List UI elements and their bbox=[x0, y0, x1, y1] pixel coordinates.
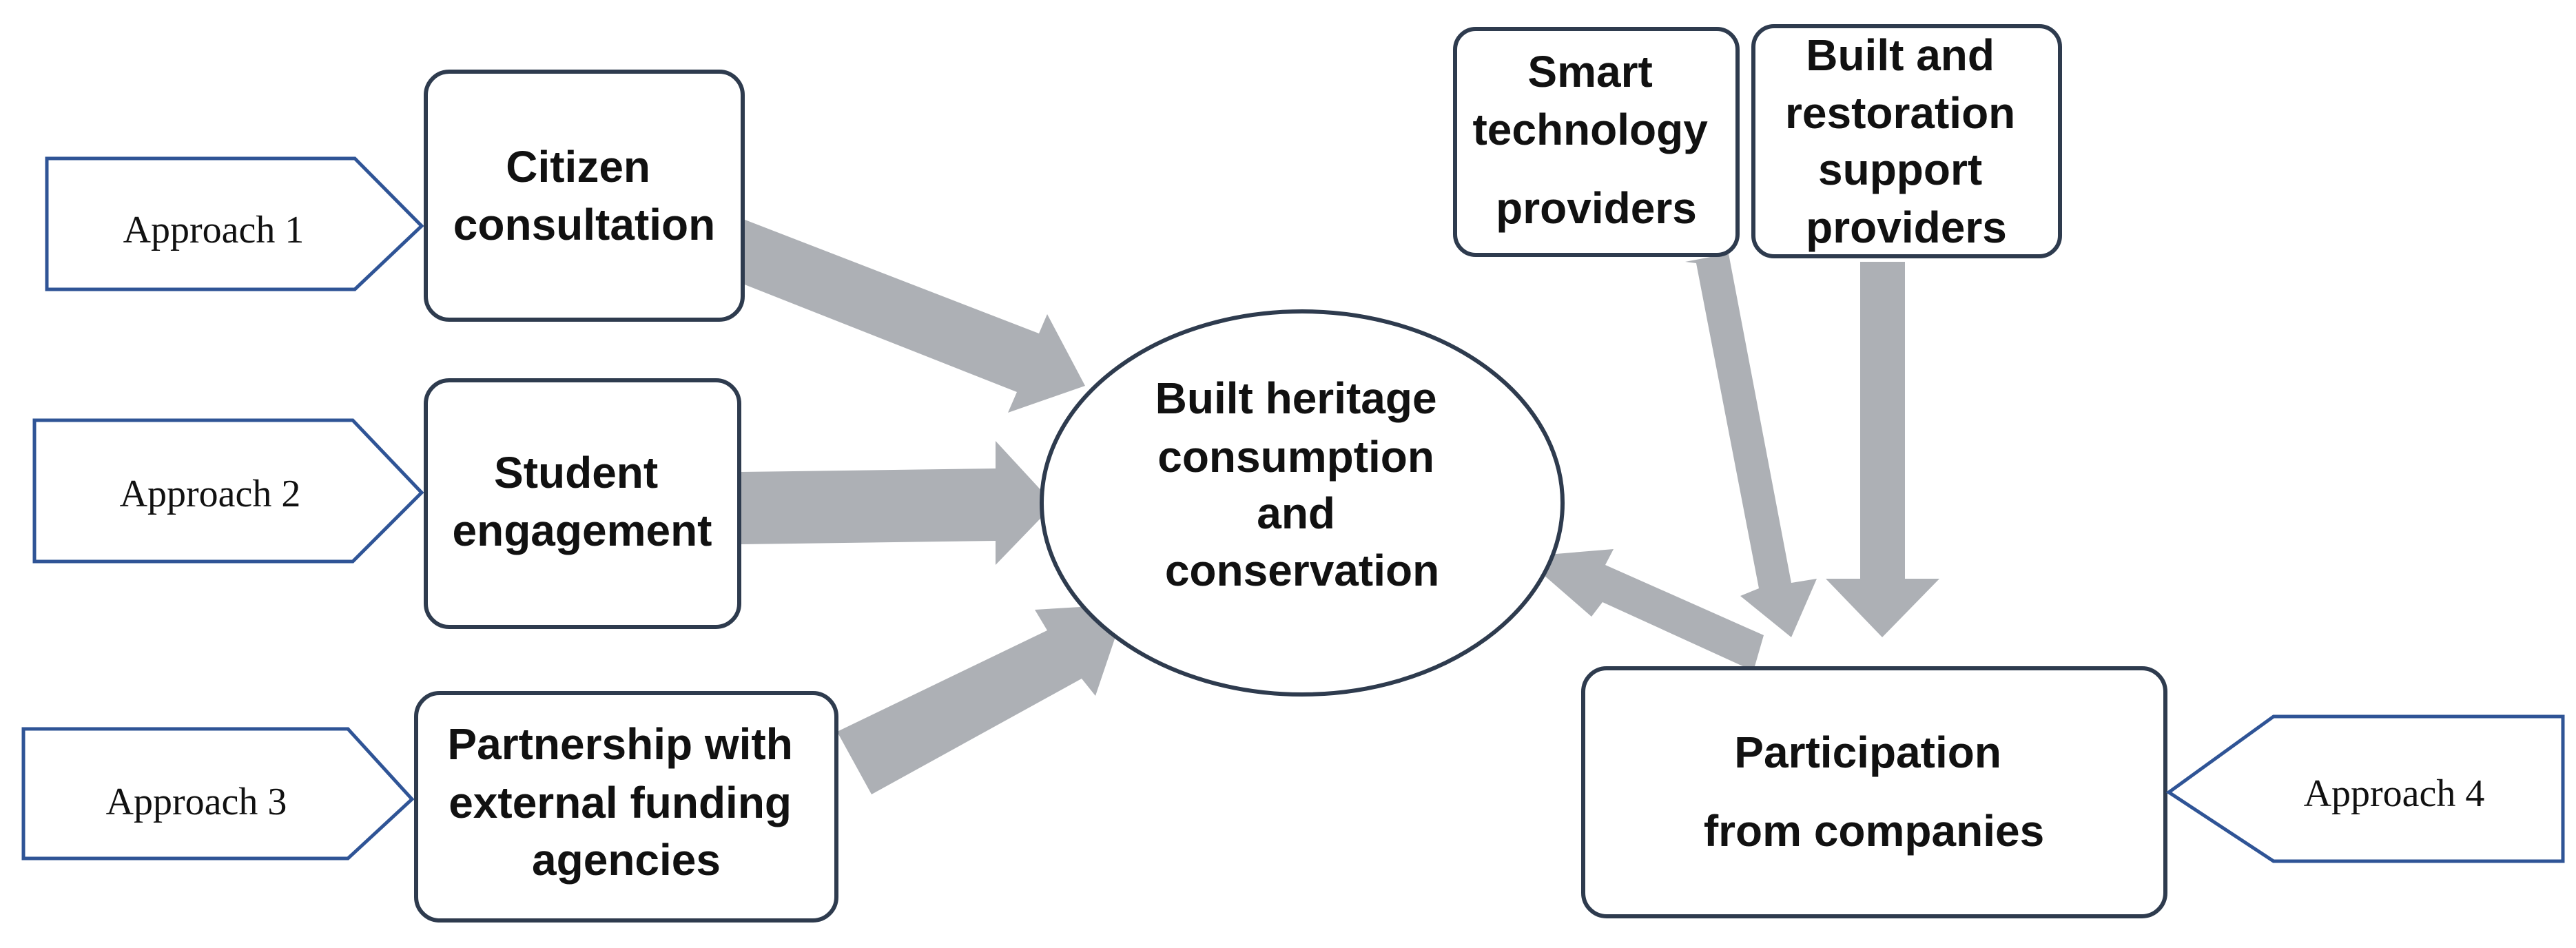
center-node: Built heritage consumption and conservat… bbox=[1040, 309, 1565, 697]
partnership-line-1: Partnership with bbox=[447, 719, 792, 769]
companies-line-2: from companies bbox=[1704, 806, 2044, 856]
center-line-1: Built heritage bbox=[1155, 373, 1437, 423]
svg-text:Partnership with externa: Partnership with external funding agenci… bbox=[447, 719, 805, 885]
center-line-4: conservation bbox=[1165, 546, 1439, 595]
arrow-companies-to-center bbox=[1523, 549, 1764, 671]
restoration-line-4: providers bbox=[1806, 203, 2007, 252]
smarttech-line-1: Smart bbox=[1527, 47, 1652, 96]
approach-4-label: Approach 4 bbox=[2304, 772, 2485, 815]
restoration-line-3: support bbox=[1818, 145, 1982, 194]
svg-text:Built heritage consumpti: Built heritage consumption and conservat… bbox=[1155, 373, 1450, 595]
arrow-citizen-to-center bbox=[706, 214, 1085, 413]
approach-1-tag: Approach 1 bbox=[45, 156, 424, 291]
approach-3-label: Approach 3 bbox=[106, 781, 287, 823]
student-line-2: engagement bbox=[453, 506, 712, 555]
center-line-2: consumption bbox=[1157, 432, 1434, 482]
box-student-engagement: Student engagement bbox=[424, 378, 741, 629]
approach-1-label: Approach 1 bbox=[123, 209, 305, 251]
svg-text:Student engagement: Student engagement bbox=[453, 448, 712, 555]
approach-4-tag: Approach 4 bbox=[2165, 714, 2565, 863]
box-partnership-funding: Partnership with external funding agenci… bbox=[414, 691, 838, 923]
box-smart-technology-providers: Smart technology providers bbox=[1453, 27, 1740, 257]
svg-text:Built and restoration: Built and restoration support providers bbox=[1785, 30, 2028, 252]
arrow-partnership-to-center bbox=[837, 604, 1126, 794]
svg-text:Citizen consultation: Citizen consultation bbox=[453, 142, 715, 249]
smarttech-line-3: providers bbox=[1496, 183, 1697, 233]
box-participation-companies: Participation from companies bbox=[1581, 666, 2167, 918]
arrow-restoration-to-companies bbox=[1826, 262, 1939, 637]
restoration-line-1: Built and bbox=[1806, 30, 1995, 80]
arrow-student-to-center bbox=[741, 441, 1054, 565]
companies-line-1: Participation bbox=[1734, 728, 2001, 777]
box-citizen-consultation: Citizen consultation bbox=[424, 70, 745, 322]
arrow-smarttech-to-companies bbox=[1685, 254, 1817, 637]
svg-text:Participation from compa: Participation from companies bbox=[1704, 728, 2044, 856]
smarttech-line-2: technology bbox=[1472, 105, 1708, 154]
approach-2-label: Approach 2 bbox=[120, 473, 301, 515]
partnership-line-2: external funding bbox=[449, 778, 792, 827]
citizen-line-1: Citizen bbox=[506, 142, 650, 192]
svg-text:Smart technology p: Smart technology providers bbox=[1472, 47, 1720, 233]
box-built-restoration-providers: Built and restoration support providers bbox=[1751, 24, 2062, 258]
center-line-3: and bbox=[1257, 488, 1335, 538]
approach-2-tag: Approach 2 bbox=[32, 418, 424, 564]
partnership-line-3: agencies bbox=[532, 835, 721, 885]
restoration-line-2: restoration bbox=[1785, 88, 2015, 138]
approach-3-tag: Approach 3 bbox=[21, 727, 415, 861]
student-line-1: Student bbox=[494, 448, 658, 497]
citizen-line-2: consultation bbox=[453, 200, 715, 249]
